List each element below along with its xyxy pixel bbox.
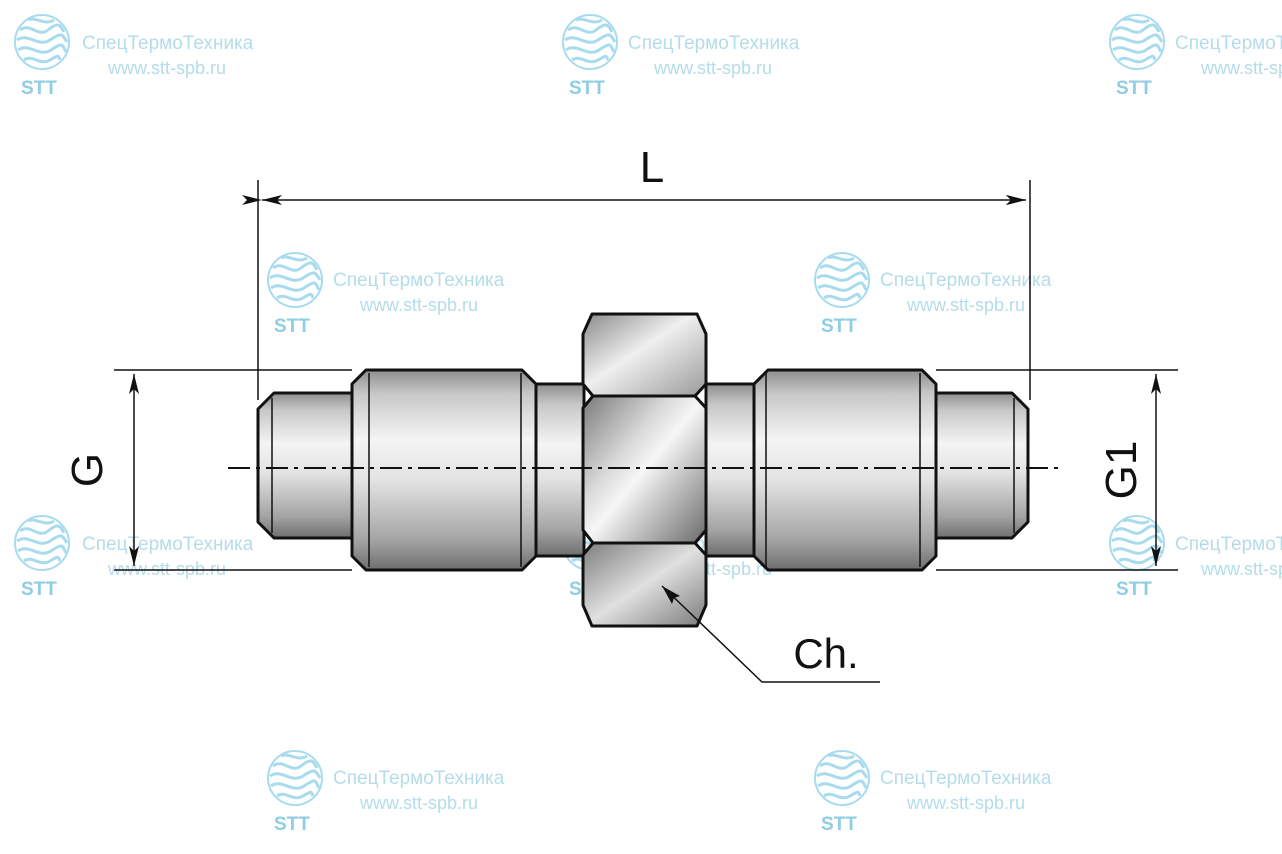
watermark-url: www.stt-spb.ru [1200, 58, 1282, 78]
g1-label: G1 [1097, 441, 1146, 500]
watermark-company: СпецТермоТехника [82, 33, 254, 54]
watermark-url: www.stt-spb.ru [359, 295, 478, 315]
watermark-company: СпецТермоТехника [880, 270, 1052, 291]
watermark-abbr: STT [569, 78, 605, 99]
watermark-3: STT СпецТермоТехника www.stt-spb.ru [1108, 13, 1282, 99]
hex-leader-line [661, 585, 880, 683]
g-label: G [63, 453, 112, 487]
length-label: L [640, 143, 664, 192]
hex-top-face [581, 312, 708, 398]
watermark-4: STT СпецТермоТехника www.stt-spb.ru [266, 251, 505, 337]
watermark-company: СпецТермоТехника [880, 768, 1052, 789]
stt-logo-icon [561, 13, 619, 71]
watermark-2: STT СпецТермоТехника www.stt-spb.ru [561, 13, 800, 99]
watermark-abbr: STT [21, 579, 57, 600]
watermark-abbr: STT [821, 316, 857, 337]
watermark-url: www.stt-spb.ru [359, 793, 478, 813]
right-neck [704, 382, 756, 558]
length-arrow-left [262, 195, 282, 205]
watermark-abbr: STT [21, 78, 57, 99]
watermark-abbr: STT [1116, 579, 1152, 600]
watermark-url: www.stt-spb.ru [107, 559, 226, 579]
watermark-8: STT СпецТермоТехника www.stt-spb.ru [1108, 514, 1282, 600]
watermark-url: www.stt-spb.ru [653, 58, 772, 78]
fitting-body [256, 312, 1030, 628]
watermark-5: STT СпецТермоТехника www.stt-spb.ru [813, 251, 1052, 337]
watermark-abbr: STT [821, 814, 857, 835]
watermark-company: СпецТермоТехника [333, 768, 505, 789]
g-arrow-top [129, 374, 139, 394]
watermark-url: www.stt-spb.ru [107, 58, 226, 78]
watermark-url: www.stt-spb.ru [906, 793, 1025, 813]
hex-label: Ch. [793, 630, 858, 677]
watermark-url: www.stt-spb.ru [906, 295, 1025, 315]
watermark-url: www.stt-spb.ru [1200, 559, 1282, 579]
stt-logo-icon [13, 514, 71, 572]
watermark-9: STT СпецТермоТехника www.stt-spb.ru [266, 749, 505, 835]
left-neck [534, 382, 586, 558]
watermark-company: СпецТермоТехника [1175, 534, 1282, 555]
right-tip [934, 391, 1030, 540]
stt-logo-icon [13, 13, 71, 71]
extension-lines [114, 180, 1178, 571]
watermark-10: STT СпецТермоТехника www.stt-spb.ru [813, 749, 1052, 835]
watermark-company: СпецТермоТехника [82, 534, 254, 555]
length-arrow-right [1006, 195, 1026, 205]
stt-logo-icon [1108, 13, 1166, 71]
stt-logo-icon [266, 251, 324, 309]
g1-arrow-top [1151, 374, 1161, 394]
watermark-abbr: STT [274, 814, 310, 835]
stt-logo-icon [266, 749, 324, 807]
watermark-company: СпецТермоТехника [1175, 33, 1282, 54]
left-sleeve [350, 368, 538, 572]
g1-arrow-bottom [1151, 546, 1161, 566]
stt-logo-icon [813, 251, 871, 309]
right-sleeve [752, 368, 938, 572]
watermark-company: СпецТермоТехника [628, 33, 800, 54]
hex-middle-face [581, 394, 708, 545]
watermark-6: STT СпецТермоТехника www.stt-spb.ru [13, 514, 254, 600]
g-arrow-bottom [129, 546, 139, 566]
hex-bottom-face [581, 541, 708, 628]
hex-leader-arrow [662, 586, 680, 604]
watermark-company: СпецТермоТехника [333, 270, 505, 291]
watermark-1: STT СпецТермоТехника www.stt-spb.ru [13, 13, 254, 99]
watermark-abbr: STT [1116, 78, 1152, 99]
watermark-abbr: STT [274, 316, 310, 337]
stt-logo-icon [813, 749, 871, 807]
